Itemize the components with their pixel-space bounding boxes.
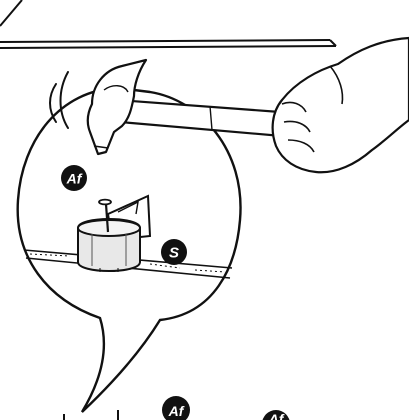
label-badge-af: Af [61, 165, 87, 191]
label-af-bottom-left-text: Af [168, 403, 185, 419]
label-af-bottom-right-text: Af [268, 411, 285, 420]
hand-icon [273, 38, 409, 172]
panel-board [0, 0, 336, 48]
label-af-text: Af [66, 171, 83, 187]
label-s-text: S [169, 245, 179, 262]
label-badge-af-bottom-right: Af [262, 410, 290, 420]
label-badge-s: S [161, 239, 187, 265]
bottom-marks [64, 410, 118, 420]
label-badge-af-bottom-left: Af [162, 396, 190, 420]
